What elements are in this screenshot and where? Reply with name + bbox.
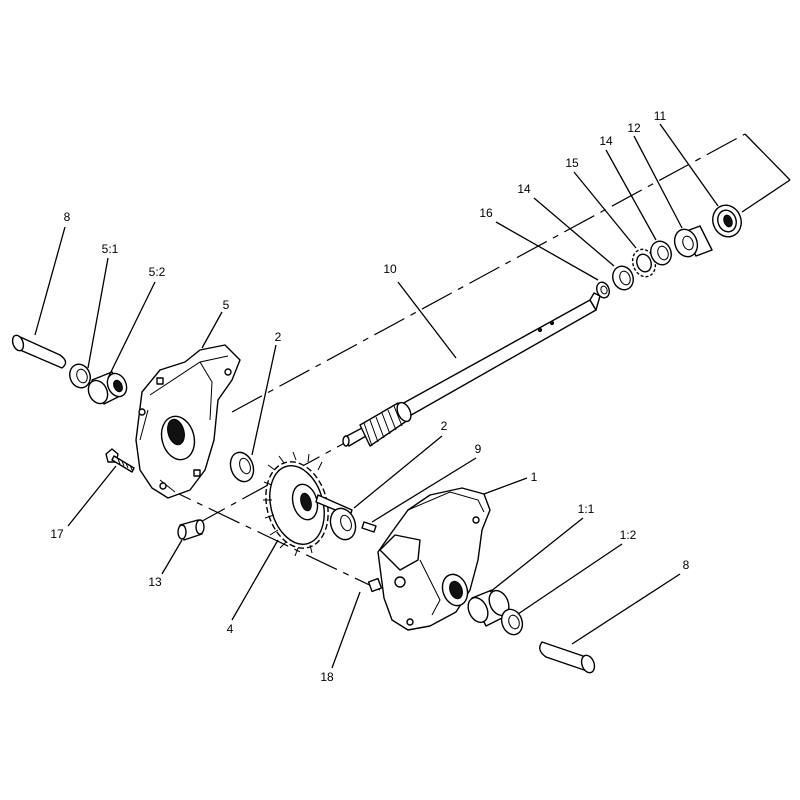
axis-end-line [741, 179, 791, 213]
part-8-left-pin [11, 334, 67, 369]
part-16-retaining-ring [596, 281, 610, 299]
callout-5-2: 5:2 [149, 265, 166, 279]
callout-8-left: 8 [64, 210, 71, 224]
leader-1-2 [517, 543, 623, 615]
callout-12: 12 [627, 121, 641, 135]
part-1-2-washer [500, 608, 524, 636]
pin-axis-line [194, 439, 351, 526]
callout-14-a: 14 [517, 182, 531, 196]
part-13-sleeve [177, 519, 205, 541]
leader-11 [659, 123, 719, 207]
callout-11: 11 [654, 109, 667, 123]
leader-8-left [34, 226, 66, 336]
callout-2-right: 2 [441, 419, 448, 433]
axis-corner-line [744, 133, 791, 181]
leader-18 [331, 591, 361, 669]
assembly-axis-lines [159, 133, 791, 591]
leader-5-1 [87, 257, 109, 369]
callout-17: 17 [50, 527, 64, 541]
part-8-right-pin [539, 641, 596, 674]
part-5-left-housing [135, 344, 241, 499]
part-4-gear [263, 451, 353, 557]
callout-13: 13 [148, 575, 162, 589]
callout-1-1: 1:1 [578, 502, 595, 516]
callout-1-2: 1:2 [620, 528, 637, 542]
part-9-key [361, 521, 377, 533]
part-1-right-housing [367, 487, 491, 631]
callout-16: 16 [479, 206, 493, 220]
callout-labels: 8 5:1 5:2 5 2 10 16 14 15 14 12 11 2 9 1… [50, 109, 689, 684]
leader-4 [231, 539, 279, 621]
leader-8-right [571, 573, 681, 645]
leader-13 [161, 539, 183, 575]
leader-16 [495, 221, 599, 281]
leader-2-right [353, 435, 443, 509]
leader-1 [483, 477, 528, 495]
part-2-left-washer [229, 451, 255, 483]
callout-4: 4 [227, 622, 234, 636]
part-5-2-bushing [87, 371, 128, 405]
leader-5 [201, 311, 223, 349]
part-17-bolt [105, 448, 135, 473]
leader-10 [397, 281, 457, 359]
leader-14-a [533, 197, 615, 267]
part-11-bearing [712, 204, 742, 238]
part-14-thrust-washer-b [650, 240, 672, 266]
leader-14-b [605, 149, 657, 241]
callout-1: 1 [531, 470, 538, 484]
callout-8-right: 8 [683, 558, 690, 572]
callout-2-left: 2 [275, 330, 282, 344]
callout-14-b: 14 [599, 134, 613, 148]
upper-assembly-axis [231, 133, 746, 413]
part-14-thrust-washer-a [612, 265, 634, 291]
leader-2-left [251, 344, 277, 456]
callout-5: 5 [223, 298, 230, 312]
leader-17 [67, 465, 117, 527]
callout-15: 15 [565, 156, 579, 170]
callout-5-1: 5:1 [102, 242, 119, 256]
leader-5-2 [107, 281, 156, 379]
part-2-right-washer [329, 507, 357, 541]
callout-10: 10 [383, 262, 397, 276]
callout-18: 18 [320, 670, 334, 684]
lower-assembly-axis [159, 484, 381, 591]
callout-9: 9 [475, 442, 482, 456]
leader-15 [573, 171, 637, 249]
leader-lines [34, 123, 719, 669]
part-5-1-washer [69, 363, 91, 389]
part-10-worm-shaft [342, 292, 601, 447]
leader-9 [371, 457, 477, 523]
leader-12 [633, 135, 683, 229]
leader-1-1 [489, 517, 584, 593]
part-12-flange-bushing [673, 225, 713, 258]
